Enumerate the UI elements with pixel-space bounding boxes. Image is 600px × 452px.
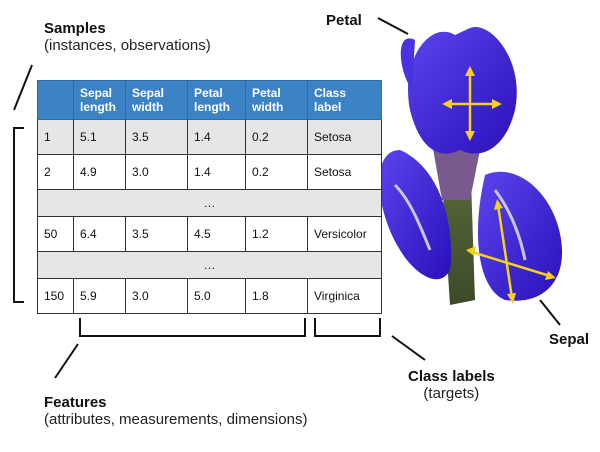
table-cell: 4.9 (73, 154, 126, 190)
sepal-label: Sepal (549, 331, 590, 348)
table-cell: 1.4 (187, 154, 246, 190)
features-title: Features (44, 394, 107, 411)
class-labels-subtitle: (targets) (423, 385, 480, 402)
table-row: 2 4.9 3.0 1.4 0.2 Setosa (37, 154, 382, 190)
table-cell: Versicolor (307, 216, 382, 252)
table-cell: Setosa (307, 119, 382, 155)
features-pointer (54, 343, 79, 379)
table-cell: 1.8 (245, 278, 308, 314)
sepal-pointer (539, 299, 561, 326)
table-ellipsis-row: … (37, 189, 382, 217)
table-cell: Setosa (307, 154, 382, 190)
samples-pointer (13, 64, 33, 111)
class-bracket (314, 318, 381, 337)
table-header-row: Sepal length Sepal width Petal length Pe… (37, 80, 382, 120)
table-ellipsis-row: … (37, 251, 382, 279)
iris-data-table: Sepal length Sepal width Petal length Pe… (37, 80, 382, 314)
petal-label: Petal (326, 12, 362, 29)
table-cell: 3.0 (125, 278, 188, 314)
table-cell: 150 (37, 278, 74, 314)
ellipsis-cell: … (37, 251, 382, 279)
table-cell: 1.2 (245, 216, 308, 252)
table-cell: 5.1 (73, 119, 126, 155)
header-cell-sepal-length: Sepal length (73, 80, 126, 120)
table-row: 50 6.4 3.5 4.5 1.2 Versicolor (37, 216, 382, 252)
table-row: 1 5.1 3.5 1.4 0.2 Setosa (37, 119, 382, 155)
header-cell-petal-width: Petal width (245, 80, 308, 120)
features-label: Features (attributes, measurements, dime… (44, 394, 307, 428)
table-row: 150 5.9 3.0 5.0 1.8 Virginica (37, 278, 382, 314)
table-cell: 6.4 (73, 216, 126, 252)
ellipsis-cell: … (37, 189, 382, 217)
samples-label: Samples (instances, observations) (44, 20, 211, 54)
table-cell: 50 (37, 216, 74, 252)
class-labels-label: Class labels (targets) (408, 368, 495, 402)
samples-title: Samples (44, 20, 106, 37)
header-cell-petal-length: Petal length (187, 80, 246, 120)
table-cell: 2 (37, 154, 74, 190)
petal-pointer (377, 17, 409, 35)
table-cell: 1.4 (187, 119, 246, 155)
features-bracket (79, 318, 306, 337)
table-cell: 5.0 (187, 278, 246, 314)
measurement-arrowheads (442, 66, 556, 304)
table-cell: 1 (37, 119, 74, 155)
samples-subtitle: (instances, observations) (44, 37, 211, 54)
table-cell: 4.5 (187, 216, 246, 252)
table-cell: 0.2 (245, 154, 308, 190)
header-cell-index (37, 80, 74, 120)
table-cell: 3.5 (125, 216, 188, 252)
table-cell: 0.2 (245, 119, 308, 155)
samples-bracket (13, 127, 24, 303)
class-labels-title: Class labels (408, 368, 495, 385)
header-cell-sepal-width: Sepal width (125, 80, 188, 120)
table-cell: 3.0 (125, 154, 188, 190)
table-cell: 3.5 (125, 119, 188, 155)
header-cell-class-label: Class label (307, 80, 382, 120)
class-pointer (391, 335, 426, 361)
table-cell: 5.9 (73, 278, 126, 314)
table-cell: Virginica (307, 278, 382, 314)
features-subtitle: (attributes, measurements, dimensions) (44, 411, 308, 428)
